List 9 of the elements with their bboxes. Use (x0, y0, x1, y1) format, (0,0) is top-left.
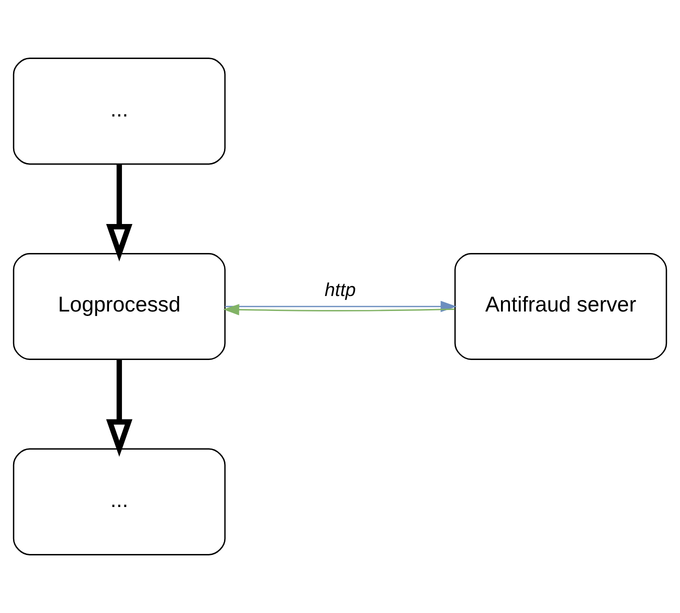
edge-label: http (324, 279, 356, 300)
arrow (106, 164, 132, 262)
node-box: Antifraud server (454, 253, 668, 360)
arrow (223, 304, 455, 316)
arrow (106, 359, 132, 457)
node-box: ... (12, 448, 226, 556)
node-box: Logprocessd (12, 253, 226, 360)
node-box: ... (12, 58, 226, 165)
arrow (225, 300, 457, 312)
